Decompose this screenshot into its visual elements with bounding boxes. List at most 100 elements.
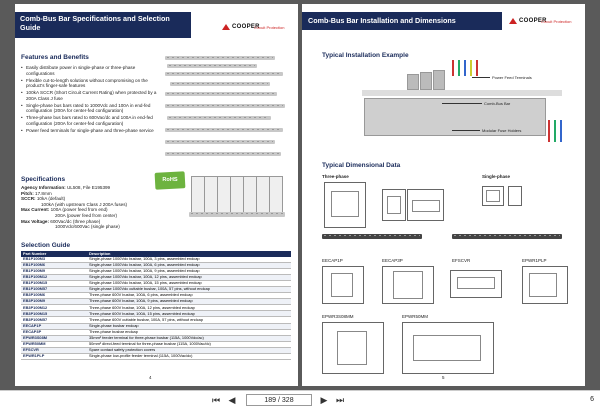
part-number-cell: EB3P100M6 [21,292,87,300]
description-cell: Three-phase 600V busbar, 100A, 12 pins, … [87,304,291,312]
description-cell: Single-phase 1000Vdc busbar, 100A, 9 pin… [87,268,291,275]
description-cell: Three-phase 600V busbar, 100A, 6 pins, a… [87,292,291,300]
description-cell: 50mm² direct-feed terminal for three-pha… [87,341,291,348]
description-cell: Single-phase low-profile feeder terminal… [87,353,291,361]
column-header: Part Number [21,251,87,257]
features-list: Easily distribute power in single-phase … [21,65,157,135]
spec-row: Pitch: 17.8mm [21,190,52,196]
drawing-label: EPWR1PLP [522,258,547,263]
part-number-cell: EB3P100M9 [21,298,87,306]
callout-comb-bus-bar: Comb-Bus Bar [484,101,511,106]
description-cell: Three-phase 600V cuttable busbar, 100A, … [87,316,291,324]
part-number-cell: EPWR50MM [21,341,87,348]
drawing-label: EFSCVR [452,258,471,263]
left-page: Comb-Bus Bar Specifications and Selectio… [15,4,298,386]
part-number-cell: EFSCVR [21,347,87,355]
specifications-heading: Specifications [21,176,66,183]
pdf-toolbar: ⏮ ◀ 189 / 328 ▶ ⏭ 6 [0,390,600,410]
feature-item: Flexible cut-to-length solutions without… [21,78,157,89]
dimension-drawing [482,186,504,206]
part-number-cell: EB1P100M15 [21,280,87,287]
next-page-button[interactable]: ▶ [318,394,330,406]
cooper-logo: COOPER Circuit Protection [222,24,292,38]
dimension-drawing [382,189,406,221]
spec-row: 100kA (with upstream Class J 200A fuses) [41,201,128,207]
description-cell: Single-phase 1000Vdc busbar, 100A, 3 pin… [87,256,291,263]
part-number-cell: EPWR1PLP [21,353,87,361]
callout-fuse-holders: Modular Fuse Holders [482,128,522,133]
description-cell: 35mm² feeder terminal for three-phase bu… [87,335,291,342]
part-number-cell: EB3P100M12 [21,304,87,312]
page-number: 5 [442,375,445,380]
feature-item: Easily distribute power in single-phase … [21,65,157,76]
description-cell: Single-phase 1000Vdc busbar, 100A, 15 pi… [87,280,291,287]
dimensional-heading: Typical Dimensional Data [322,162,401,169]
dimension-drawing [508,186,522,206]
last-page-icon: ⏭ [335,395,345,405]
epwr1plp-drawing [522,266,568,304]
description-cell: Three-phase 600V busbar, 100A, 9 pins, a… [87,298,291,306]
features-heading: Features and Benefits [21,54,89,61]
zoom-level[interactable]: 6 [590,396,594,403]
part-number-cell: EB1P100M6 [21,262,87,269]
description-cell: Single-phase busbar endcap [87,323,291,330]
spec-row: 200A (power feed from center) [55,212,118,218]
part-number-cell: EB1P100M9 [21,268,87,275]
callout-power-feed: Power Feed Terminals [492,75,532,80]
drawing-label: EECAP3P [382,258,403,263]
part-number-cell: EB1P100M12 [21,274,87,281]
last-page-button[interactable]: ⏭ [334,394,346,406]
right-page-title: Comb-Bus Bar Installation and Dimensions [302,12,502,30]
epwr3s08mm-drawing [322,322,384,374]
spec-row: Max Current: 100A (power feed from end) [21,207,108,213]
cooper-logo-icon [222,24,230,30]
description-cell: Single-phase 1000Vdc busbar, 100A, 12 pi… [87,274,291,281]
spec-row: Max Voltage: 600Vac/dc (three phase) [21,218,101,224]
dimension-drawing [324,182,366,228]
feature-item: Three-phase bus bars rated to 600Vac/dc … [21,115,157,126]
specifications-block: Agency Information: UL508, File E195399 … [21,185,181,230]
right-page: Comb-Bus Bar Installation and Dimensions… [302,4,585,386]
left-page-title: Comb-Bus Bar Specifications and Selectio… [15,12,191,38]
selection-guide-heading: Selection Guide [21,242,71,249]
table-header-row: Part Number Description [21,251,291,257]
part-number-cell: EB1P100M57 [21,286,87,294]
part-number-cell: EPWR3S08M [21,335,87,342]
part-number-cell: EECAP3P [21,329,87,336]
drawing-label: EPWR3S08MM [322,314,354,319]
drawing-label: EECAP1P [322,258,343,263]
part-number-cell: EB1P100M3 [21,256,87,263]
first-page-button[interactable]: ⏮ [210,394,222,406]
part-number-cell: EB3P100M57 [21,316,87,324]
first-page-icon: ⏮ [211,395,221,405]
dimension-drawing [407,189,444,221]
spec-row: 1000Vdc/600Vac (single phase) [55,224,120,230]
part-number-cell: EECAP1P [21,323,87,330]
part-number-cell: EB3P100M15 [21,310,87,318]
description-cell: Single-phase 1000Vdc cuttable busbar, 10… [87,286,291,294]
eecap1p-drawing [322,266,364,304]
document-viewport[interactable]: Comb-Bus Bar Specifications and Selectio… [0,0,600,390]
single-phase-label: Single-phase [482,174,511,179]
eecap3p-drawing [382,266,434,304]
prev-page-button[interactable]: ◀ [226,394,238,406]
page-number-input[interactable]: 189 / 328 [246,394,312,406]
efscvr-drawing [450,270,502,298]
drawing-label: EPWR50MM [402,314,429,319]
feature-item: 100kA SCCR (Short Circuit Current Rating… [21,90,157,101]
next-page-icon: ▶ [320,395,328,405]
cooper-logo: COOPER Circuit Protection [509,18,579,32]
